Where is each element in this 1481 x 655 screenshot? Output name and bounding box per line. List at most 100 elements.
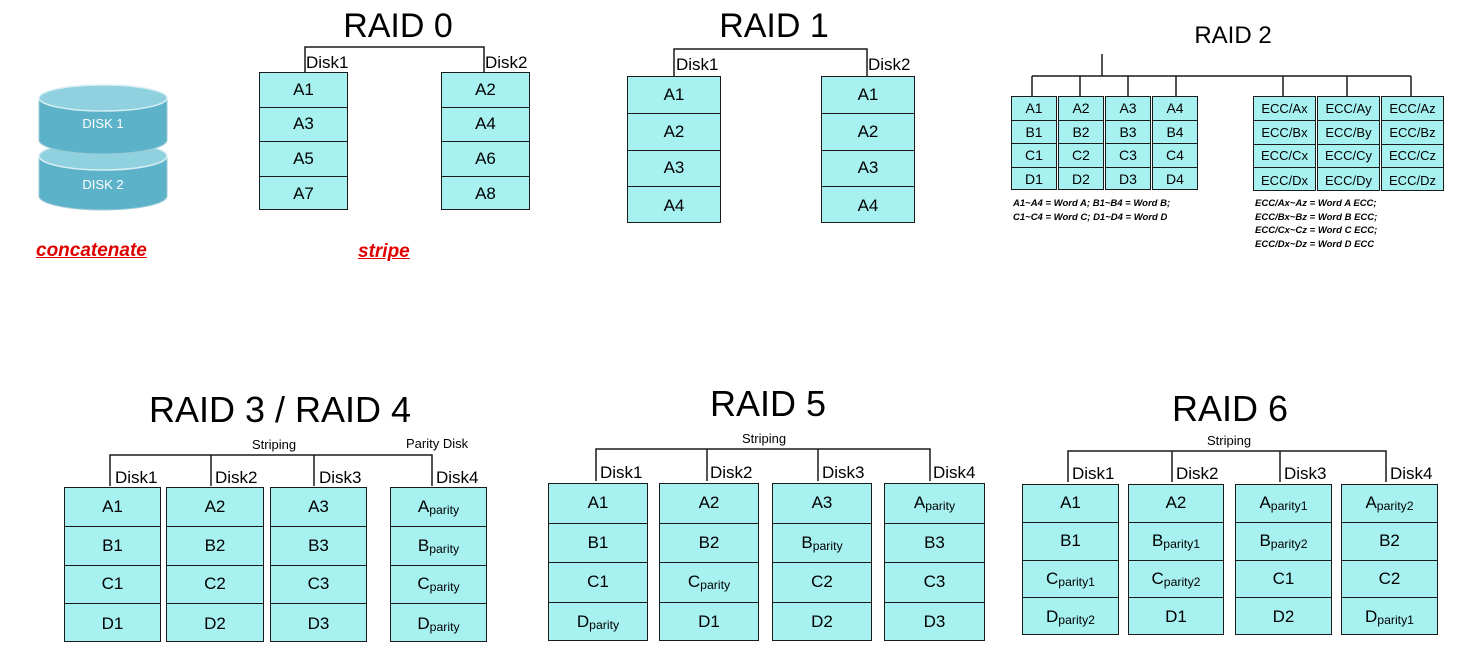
raid6-block: D2	[1272, 607, 1295, 627]
raid0-disk2-block: A6	[442, 142, 529, 177]
raid2-ecc-block: ECC/Dx	[1261, 172, 1308, 188]
raid34-block: D2	[204, 613, 226, 633]
raid0-disk2: A2 A4 A6 A8	[441, 72, 530, 210]
raid5-block: D3	[923, 612, 946, 632]
raid5-disk2-label: Disk2	[710, 463, 753, 482]
raid5-block: A1	[549, 484, 647, 524]
raid2-block: B1	[1012, 121, 1056, 144]
raid1-title: RAID 1	[719, 7, 829, 45]
raid2-title: RAID 2	[1194, 22, 1272, 49]
raid2-block: D4	[1166, 171, 1184, 188]
disk-cylinder-icon	[38, 84, 168, 211]
raid34-block: B1	[65, 527, 160, 566]
raid34-disk2: A2 B2 C2 D2	[166, 487, 264, 642]
raid2-ecc-block: ECC/Cy	[1318, 145, 1379, 169]
raid34-parity-disk-label: Parity Disk	[406, 436, 469, 451]
raid2-ecc-block: ECC/Cx	[1254, 145, 1315, 169]
raid2-ecc-block: ECC/Bx	[1254, 121, 1315, 145]
raid34-striping-label: Striping	[252, 437, 297, 452]
concatenate-caption: concatenate	[36, 240, 147, 261]
raid2-ecc-block: ECC/Dz	[1389, 172, 1436, 188]
raid1-disk1-block: A1	[628, 77, 720, 114]
raid5-block: D1	[698, 612, 720, 632]
raid34-block: B3	[271, 527, 366, 566]
raid2-block: B3	[1106, 121, 1150, 144]
raid34-block: B2	[167, 527, 263, 566]
disk2-label: DISK 2	[82, 177, 124, 192]
raid2-ecc-disk: ECC/Az ECC/Bz ECC/Cz ECC/Dz	[1381, 96, 1444, 191]
raid6-block: D1	[1165, 607, 1187, 627]
raid1-disk2: A1 A2 A3 A4	[821, 76, 915, 223]
raid2-block: C1	[1012, 144, 1056, 168]
raid34-block: A2	[167, 488, 263, 527]
raid2-data-disk: A4 B4 C4 D4	[1152, 96, 1198, 190]
raid2-data-note: A1~A4 = Word A; B1~B4 = Word B; C1~C4 = …	[1013, 198, 1171, 223]
raid2-block: B4	[1153, 121, 1197, 144]
raid2-block: C2	[1059, 144, 1103, 168]
raid2-ecc-block: ECC/Bz	[1382, 121, 1443, 145]
raid0-disk1-block: A7	[293, 183, 314, 203]
raid5-block: C1	[549, 563, 647, 603]
raid34-disk2-label: Disk2	[215, 468, 258, 487]
raid0-bracket	[304, 46, 485, 72]
raid0-disk1-label: Disk1	[306, 53, 349, 72]
raid6-disk1-label: Disk1	[1072, 464, 1115, 483]
raid6-block: B2	[1342, 523, 1437, 561]
raid2-data-disk: A1 B1 C1 D1	[1011, 96, 1057, 190]
raid0-disk2-block: A2	[442, 73, 529, 108]
raid0-disk2-label: Disk2	[485, 53, 528, 72]
raid2-block: D3	[1119, 171, 1137, 188]
raid2-block: C4	[1153, 144, 1197, 168]
raid5-block: B1	[549, 524, 647, 563]
raid5-disk3-label: Disk3	[822, 463, 865, 482]
raid1-disk1-block: A2	[628, 114, 720, 151]
raid6-bracket	[1067, 450, 1387, 482]
raid5-block: A3	[773, 484, 871, 524]
raid2-ecc-note: ECC/Ax~Az = Word A ECC; ECC/Bx~Bz = Word…	[1255, 198, 1378, 250]
raid1-disk1-label: Disk1	[676, 55, 719, 74]
raid5-disk1-label: Disk1	[600, 463, 643, 482]
raid34-block: C3	[271, 566, 366, 605]
raid6-title: RAID 6	[1171, 388, 1289, 429]
raid5-block: A2	[660, 484, 758, 524]
raid0-disk1-block: A3	[260, 108, 347, 142]
raid0-disk2-block: A8	[475, 183, 496, 203]
raid2-block: D2	[1072, 171, 1090, 188]
raid6-block: C1	[1236, 561, 1331, 599]
raid34-block: C2	[167, 566, 263, 605]
raid2-block: C3	[1106, 144, 1150, 168]
raid6-block: A2	[1129, 485, 1223, 523]
raid2-block: A2	[1059, 97, 1103, 121]
raid34-block: D3	[307, 613, 330, 633]
raid34-disk1-label: Disk1	[115, 468, 158, 487]
raid2-ecc-disk: ECC/Ay ECC/By ECC/Cy ECC/Dy	[1317, 96, 1380, 191]
raid5-title: RAID 5	[709, 383, 827, 424]
raid6-disk4-label: Disk4	[1390, 464, 1433, 483]
raid5-disk4-label: Disk4	[933, 463, 976, 482]
raid1-disk1-block: A4	[663, 195, 685, 215]
raid0-disk1-block: A5	[260, 142, 347, 177]
raid2-data-disk: A2 B2 C2 D2	[1058, 96, 1104, 190]
raid34-title: RAID 3 / RAID 4	[148, 389, 412, 430]
raid6-block: C2	[1342, 561, 1437, 599]
raid2-ecc-disk: ECC/Ax ECC/Bx ECC/Cx ECC/Dx	[1253, 96, 1316, 191]
raid5-bracket	[595, 448, 931, 481]
raid1-disk2-block: A4	[857, 195, 879, 215]
raid1-disk2-label: Disk2	[868, 55, 911, 74]
raid2-data-disk: A3 B3 C3 D3	[1105, 96, 1151, 190]
